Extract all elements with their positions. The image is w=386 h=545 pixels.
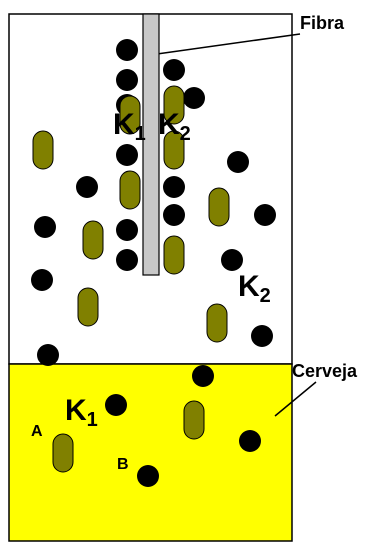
round-molecule [37,344,59,366]
round-molecule [31,269,53,291]
round-molecule [116,249,138,271]
capsule-molecule [208,187,230,227]
round-molecule [239,430,261,452]
beer-leader-line [274,381,317,417]
capsule-molecule [119,95,141,135]
k1-beer-label: K1 [65,394,98,431]
round-molecule [105,394,127,416]
round-molecule [227,151,249,173]
round-molecule [116,219,138,241]
round-molecule [221,249,243,271]
round-molecule [163,59,185,81]
round-molecule [163,204,185,226]
fiber-leader-line [156,33,301,55]
capsule-molecule [183,400,205,440]
capsule-molecule [119,170,141,210]
round-molecule [254,204,276,226]
k2-headspace-label: K2 [238,270,271,307]
molecules [31,39,276,487]
round-molecule [76,176,98,198]
k2-fiber-label: K2 [158,108,191,145]
point-b-label: B [117,456,129,473]
spme-fiber [142,13,160,276]
capsule-molecule [77,287,99,327]
capsule-molecule [163,235,185,275]
round-molecule [34,216,56,238]
capsule-molecule [32,130,54,170]
k1-fiber-label: K1 [113,108,146,145]
round-molecule [251,325,273,347]
round-molecule [116,144,138,166]
capsule-molecule [82,220,104,260]
fiber-label: Fibra [300,13,345,33]
point-a-label: A [31,423,43,440]
capsule-molecule [163,130,185,170]
beer-label: Cerveja [292,361,358,381]
round-molecule [192,365,214,387]
round-molecule [183,87,205,109]
capsule-molecule [206,303,228,343]
round-molecule [116,39,138,61]
capsule-molecule [52,433,74,473]
round-molecule [163,176,185,198]
beer-region [8,363,293,542]
round-molecule [137,465,159,487]
capsule-molecule [163,85,185,125]
round-molecule [116,69,138,91]
